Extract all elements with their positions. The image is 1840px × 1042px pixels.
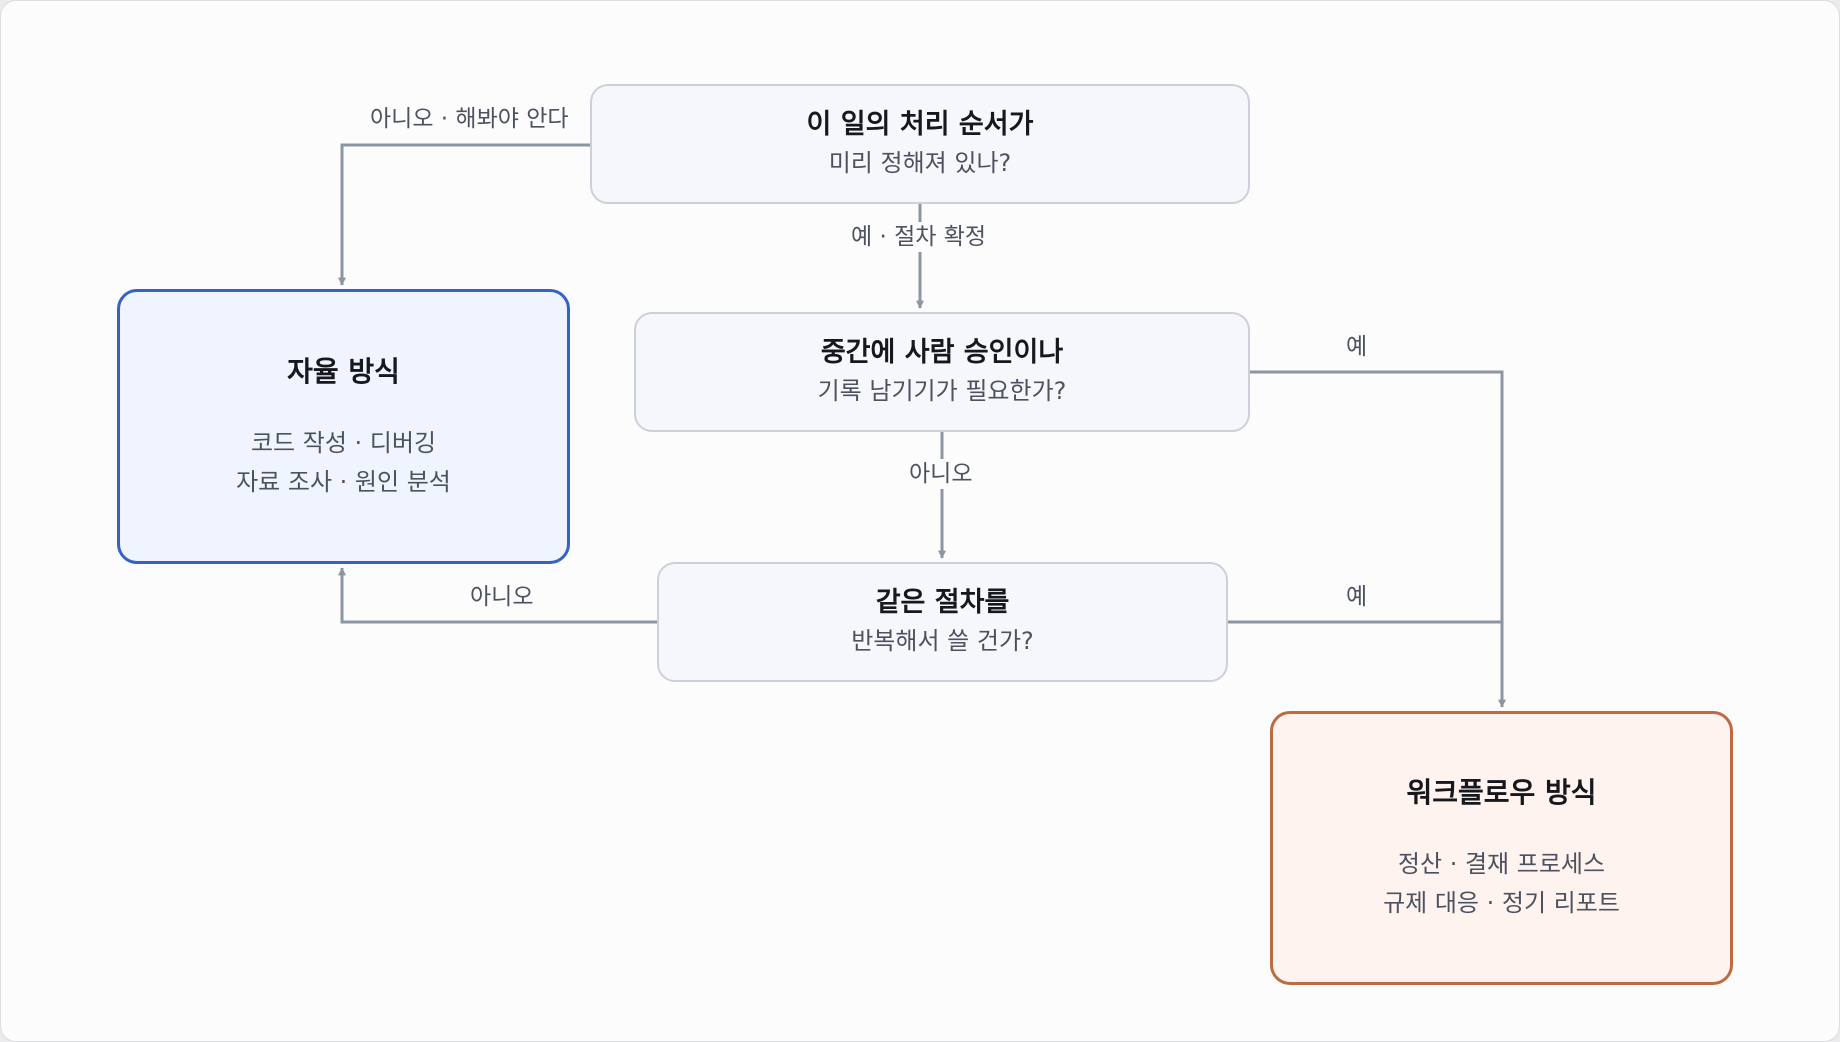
decision-subtitle: 기록 남기기가 필요한가? [817,377,1067,405]
edge-label-q1-yes: 예 · 절차 확정 [843,222,995,252]
result-node-workflow: 워크플로우 방식 정산 · 결재 프로세스 규제 대응 · 정기 리포트 [1270,711,1733,985]
edge-label-q2-no: 아니오 [901,459,981,489]
result-node-autonomous: 자율 방식 코드 작성 · 디버깅 자료 조사 · 원인 분석 [117,289,570,564]
result-title: 워크플로우 방식 [1406,776,1597,809]
edge-label-q1-no: 아니오 · 해봐야 안다 [362,104,577,134]
decision-title: 중간에 사람 승인이나 [820,337,1064,368]
decision-node-repeat: 같은 절차를 반복해서 쓸 건가? [657,562,1228,682]
result-example: 규제 대응 · 정기 리포트 [1383,889,1620,917]
decision-node-approval: 중간에 사람 승인이나 기록 남기기가 필요한가? [634,312,1250,432]
decision-node-fixed-order: 이 일의 처리 순서가 미리 정해져 있나? [590,84,1250,204]
edge-label-q3-yes: 예 [1338,582,1376,612]
edge-q2-yes [1250,370,1506,708]
result-example: 정산 · 결재 프로세스 [1397,850,1606,878]
edge-q1-no [338,143,590,286]
decision-title: 이 일의 처리 순서가 [806,109,1034,140]
edge-label-q3-no: 아니오 [462,582,542,612]
decision-subtitle: 미리 정해져 있나? [828,149,1012,177]
connector-layer [338,143,1506,708]
decision-title: 같은 절차를 [875,587,1010,618]
decision-subtitle: 반복해서 쓸 건가? [851,627,1034,655]
result-title: 자율 방식 [287,354,400,388]
result-example: 자료 조사 · 원인 분석 [236,467,451,496]
edge-q3-no [338,567,657,624]
result-example: 코드 작성 · 디버깅 [250,428,437,457]
edge-label-q2-yes: 예 [1338,332,1376,362]
